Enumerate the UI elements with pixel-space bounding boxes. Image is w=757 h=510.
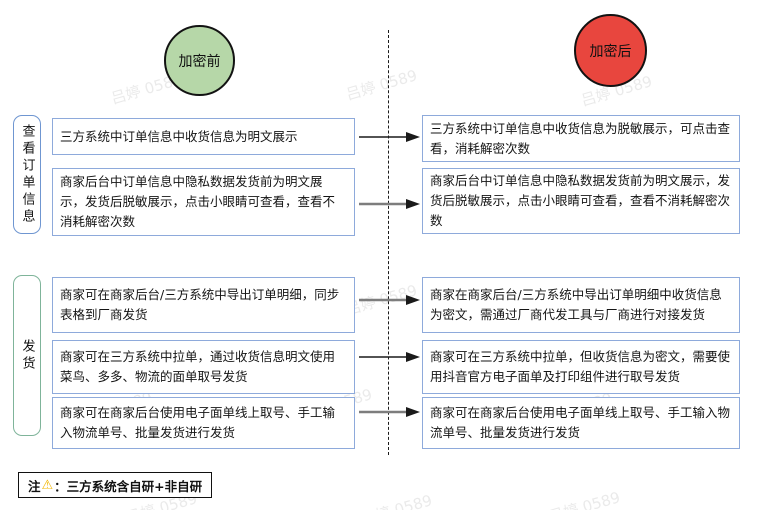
section-label-view-order-info: 查看订单信息 xyxy=(13,115,41,234)
box-text: 三方系统中订单信息中收货信息为脱敏展示，可点击查看，消耗解密次数 xyxy=(430,120,731,156)
watermark: 吕婷 0589 xyxy=(359,491,435,510)
before-box-order-info-1: 三方系统中订单信息中收货信息为明文展示 xyxy=(52,118,355,155)
after-box-order-info-2: 商家后台中订单信息中隐私数据发货前为明文展示，发货后脱敏展示，点击小眼睛可查看，… xyxy=(422,168,740,234)
watermark: 吕婷 0589 xyxy=(344,66,420,104)
after-encryption-label: 加密后 xyxy=(589,43,632,60)
center-dashed-divider xyxy=(388,30,389,455)
after-box-shipping-1: 商家在商家后台/三方系统中导出订单明细中收货信息为密文，需通过厂商代发工具与厂商… xyxy=(422,277,740,333)
box-text: 商家可在商家后台使用电子面单线上取号、手工输入物流单号、批量发货进行发货 xyxy=(430,405,731,440)
before-encryption-circle: 加密前 xyxy=(164,25,235,96)
box-text: 商家可在商家后台使用电子面单线上取号、手工输入物流单号、批量发货进行发货 xyxy=(60,405,336,440)
arrow-right-icon xyxy=(359,132,420,142)
arrow-right-icon xyxy=(359,199,420,209)
after-box-shipping-2: 商家可在三方系统中拉单，但收货信息为密文，需要使用抖音官方电子面单及打印组件进行… xyxy=(422,340,740,394)
box-text: 商家在商家后台/三方系统中导出订单明细中收货信息为密文，需通过厂商代发工具与厂商… xyxy=(430,287,722,322)
after-encryption-circle: 加密后 xyxy=(574,14,647,87)
box-text: 商家后台中订单信息中隐私数据发货前为明文展示，发货后脱敏展示，点击小眼睛可查看，… xyxy=(60,174,336,229)
footnote-prefix: 注 xyxy=(28,478,41,494)
after-box-shipping-3: 商家可在商家后台使用电子面单线上取号、手工输入物流单号、批量发货进行发货 xyxy=(422,397,740,449)
before-box-shipping-3: 商家可在商家后台使用电子面单线上取号、手工输入物流单号、批量发货进行发货 xyxy=(52,397,355,449)
before-box-shipping-2: 商家可在三方系统中拉单，通过收货信息明文使用菜鸟、多多、物流的面单取号发货 xyxy=(52,340,355,394)
box-text: 商家可在三方系统中拉单，但收货信息为密文，需要使用抖音官方电子面单及打印组件进行… xyxy=(430,349,731,384)
watermark: 吕婷 0589 xyxy=(547,488,623,510)
box-text: 商家可在三方系统中拉单，通过收货信息明文使用菜鸟、多多、物流的面单取号发货 xyxy=(60,349,336,384)
box-text: 三方系统中订单信息中收货信息为明文展示 xyxy=(60,128,298,144)
before-box-shipping-1: 商家可在商家后台/三方系统中导出订单明细，同步表格到厂商发货 xyxy=(52,277,355,333)
arrow-right-icon xyxy=(359,352,420,362)
section-label-shipping: 发货 xyxy=(13,275,41,436)
warning-icon: ⚠ xyxy=(41,477,54,493)
footnote-box: 注 ⚠ ：三方系统含自研+非自研 xyxy=(18,472,213,498)
footnote-text: ：三方系统含自研+非自研 xyxy=(54,478,203,494)
before-box-order-info-2: 商家后台中订单信息中隐私数据发货前为明文展示，发货后脱敏展示，点击小眼睛可查看，… xyxy=(52,168,355,236)
box-text: 商家可在商家后台/三方系统中导出订单明细，同步表格到厂商发货 xyxy=(60,287,340,322)
arrow-right-icon xyxy=(359,407,420,417)
box-text: 商家后台中订单信息中隐私数据发货前为明文展示，发货后脱敏展示，点击小眼睛可查看，… xyxy=(430,173,731,228)
before-encryption-label: 加密前 xyxy=(178,53,221,70)
after-box-order-info-1: 三方系统中订单信息中收货信息为脱敏展示，可点击查看，消耗解密次数 xyxy=(422,115,740,162)
arrow-right-icon xyxy=(359,295,420,305)
